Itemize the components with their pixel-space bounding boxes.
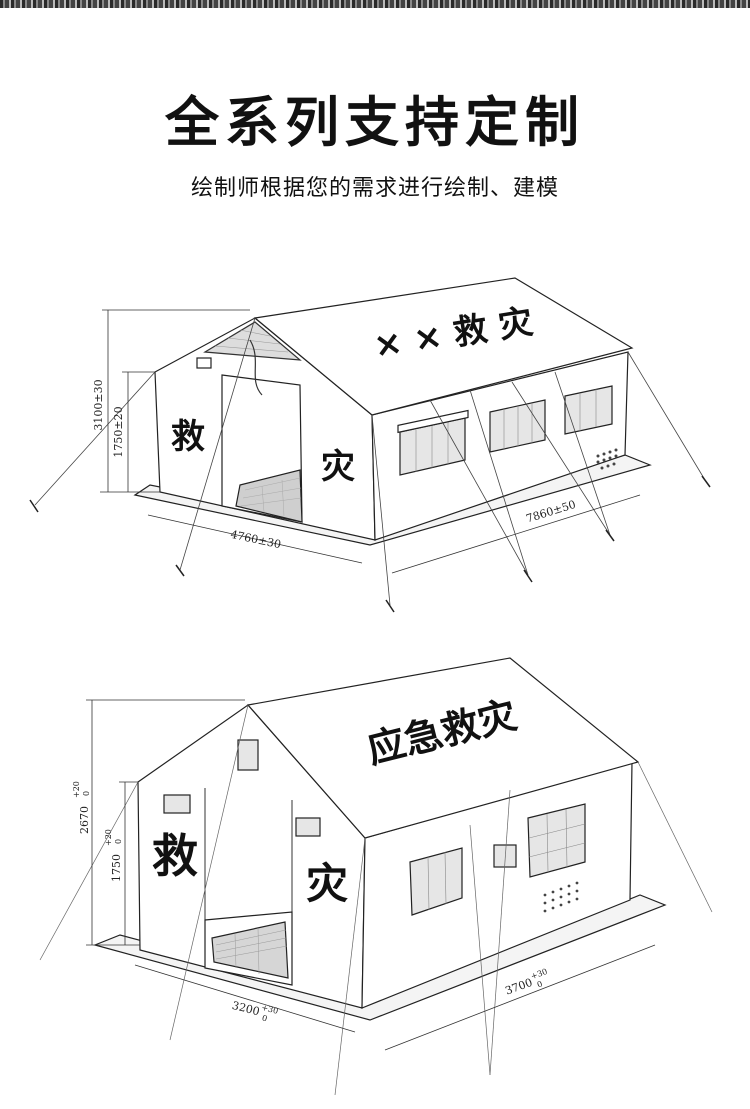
tent-2-dim-wall-height-tol-top: +20 bbox=[104, 829, 113, 846]
tent-1-dimension-lines bbox=[100, 309, 641, 574]
tent-2-dim-total-height-tol-bottom: 0 bbox=[82, 791, 91, 796]
tent-1-dim-length: 7860±50 bbox=[525, 498, 578, 525]
tent-2-side-window-2 bbox=[527, 803, 586, 878]
tent-2-side-text-left: 救 bbox=[152, 829, 198, 883]
page-subtitle: 绘制师根据您的需求进行绘制、建模 bbox=[190, 176, 559, 201]
tent-1-drawing: 3100±30 1750±20 4760±30 7860±50 × × 救 灾 … bbox=[29, 277, 711, 613]
tent-2-dim-length-tol-bottom: 0 bbox=[536, 979, 544, 989]
tent-2-drawing: 2670 +20 0 1750 +20 0 3200 +30 0 3700 +3… bbox=[39, 657, 713, 1096]
page-title: 全系列支持定制 bbox=[165, 90, 585, 154]
tent-2-dim-length-value: 3700 bbox=[503, 976, 534, 998]
tent-2-dim-total-height-tol-top: +20 bbox=[72, 781, 81, 798]
tent-1-dim-width: 4760±30 bbox=[229, 528, 282, 551]
tent-2-dim-wall-height-tol-bottom: 0 bbox=[114, 839, 123, 844]
tent-1-side-text-right: 灾 bbox=[321, 447, 355, 487]
decorative-top-band bbox=[0, 0, 750, 8]
tent-2-dim-width-tol-bottom: 0 bbox=[261, 1013, 268, 1023]
tent-2-dimension-lines bbox=[86, 699, 656, 1051]
tent-2-guy-ropes bbox=[39, 704, 713, 1096]
tent-2-dim-width-tol-top: +30 bbox=[261, 1003, 280, 1016]
tent-2-dim-total-height: 2670 +20 0 bbox=[72, 781, 91, 834]
tent-2-side-text-right: 灾 bbox=[306, 859, 348, 908]
tent-1-side-text-left: 救 bbox=[171, 417, 205, 457]
tent-1-vent-dots bbox=[596, 448, 618, 470]
tent-2-side-window-1 bbox=[409, 847, 463, 916]
tent-1-dim-wall-height: 1750±20 bbox=[112, 406, 125, 457]
tent-2-floor bbox=[93, 894, 667, 1021]
tent-1-roof bbox=[253, 277, 634, 416]
tent-2-dim-total-height-value: 2670 bbox=[78, 806, 91, 834]
tent-2-vent-dots bbox=[543, 881, 579, 913]
tent-2-dim-wall-height-value: 1750 bbox=[110, 854, 123, 882]
tent-1-dim-total-height: 3100±30 bbox=[92, 379, 105, 430]
tent-1-guy-ropes bbox=[34, 317, 706, 606]
tent-2-gable-window bbox=[237, 739, 259, 771]
tent-2-dim-length: 3700 +30 0 bbox=[503, 967, 548, 998]
tent-2-dim-wall-height: 1750 +20 0 bbox=[104, 829, 123, 882]
tent-2-dim-width: 3200 +30 0 bbox=[231, 999, 280, 1023]
